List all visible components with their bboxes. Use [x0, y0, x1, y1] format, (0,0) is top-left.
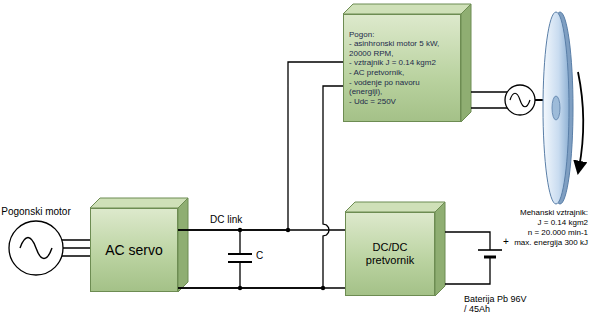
disc-face: [543, 12, 569, 204]
motor-wire: [471, 91, 507, 92]
capacitor-label: C: [256, 250, 263, 262]
box-top-face: [90, 198, 188, 208]
box-side-face: [435, 202, 445, 296]
flywheel-disc: [543, 12, 573, 204]
rotation-arrow: [578, 72, 583, 168]
node-text: DC/DC pretvornik: [359, 241, 421, 267]
flywheel-motor-symbol: [505, 85, 535, 115]
wire-connector: [62, 240, 90, 256]
disc-hub: [552, 96, 560, 120]
sine-wave: [20, 238, 52, 259]
node-text: - AC pretvornik,: [349, 68, 455, 78]
battery-symbol: [445, 232, 502, 284]
node-text: Pogon:: [349, 30, 455, 40]
box-top-face: [343, 4, 471, 14]
drive-box: Pogon:- asinhronski motor 5 kW, 20000 RP…: [343, 14, 461, 122]
capacitor-symbol: [228, 230, 252, 288]
flywheel-note: n = 20.000 min-1: [528, 228, 588, 237]
flywheel-note: Mehanski vztrajnik:: [520, 208, 588, 217]
drive-motor: Pogonski motor: [8, 220, 64, 276]
node-text: - asinhronski motor 5 kW, 20000 RPM,: [349, 39, 455, 58]
box-side-face: [461, 4, 471, 122]
node-text: - Udc = 250V: [349, 97, 455, 107]
battery-plate: [478, 249, 502, 251]
node-text: - vztrajnik J = 0.14 kgm2: [349, 58, 455, 68]
motor-symbol: [8, 220, 64, 276]
node-text: AC servo: [105, 242, 163, 259]
flywheel-note: max. energija 300 kJ: [514, 238, 588, 247]
polarity-mark: +: [503, 236, 509, 248]
box-top-face: [345, 202, 445, 212]
wire-connector: [178, 230, 345, 288]
node-text: - vodenje po navoru (energiji),: [349, 78, 455, 97]
motor-circle: [505, 85, 535, 115]
flywheel-note: J = 0.14 kgm2: [538, 218, 588, 227]
node-heading: Pogonski motor: [1, 206, 71, 218]
junction-dots: [238, 228, 325, 290]
battery-wire: [445, 257, 490, 284]
servo-box: AC servo: [90, 208, 178, 292]
battery-label: Baterija Pb 96V / 45Ah: [464, 294, 530, 315]
box-extrusions: [90, 4, 471, 296]
converter-box: DC/DC pretvornik: [345, 212, 435, 296]
capacitor-plate: [228, 253, 252, 255]
bus-label: DC link: [210, 214, 242, 226]
motor-wire: [471, 107, 507, 108]
motor-circle: [9, 221, 63, 275]
battery-wire: [445, 232, 490, 250]
capacitor-lead: [239, 230, 240, 254]
wire-connector: [178, 62, 343, 288]
capacitor-lead: [239, 262, 240, 288]
sine-wave: [510, 93, 530, 107]
box-side-face: [178, 198, 188, 292]
